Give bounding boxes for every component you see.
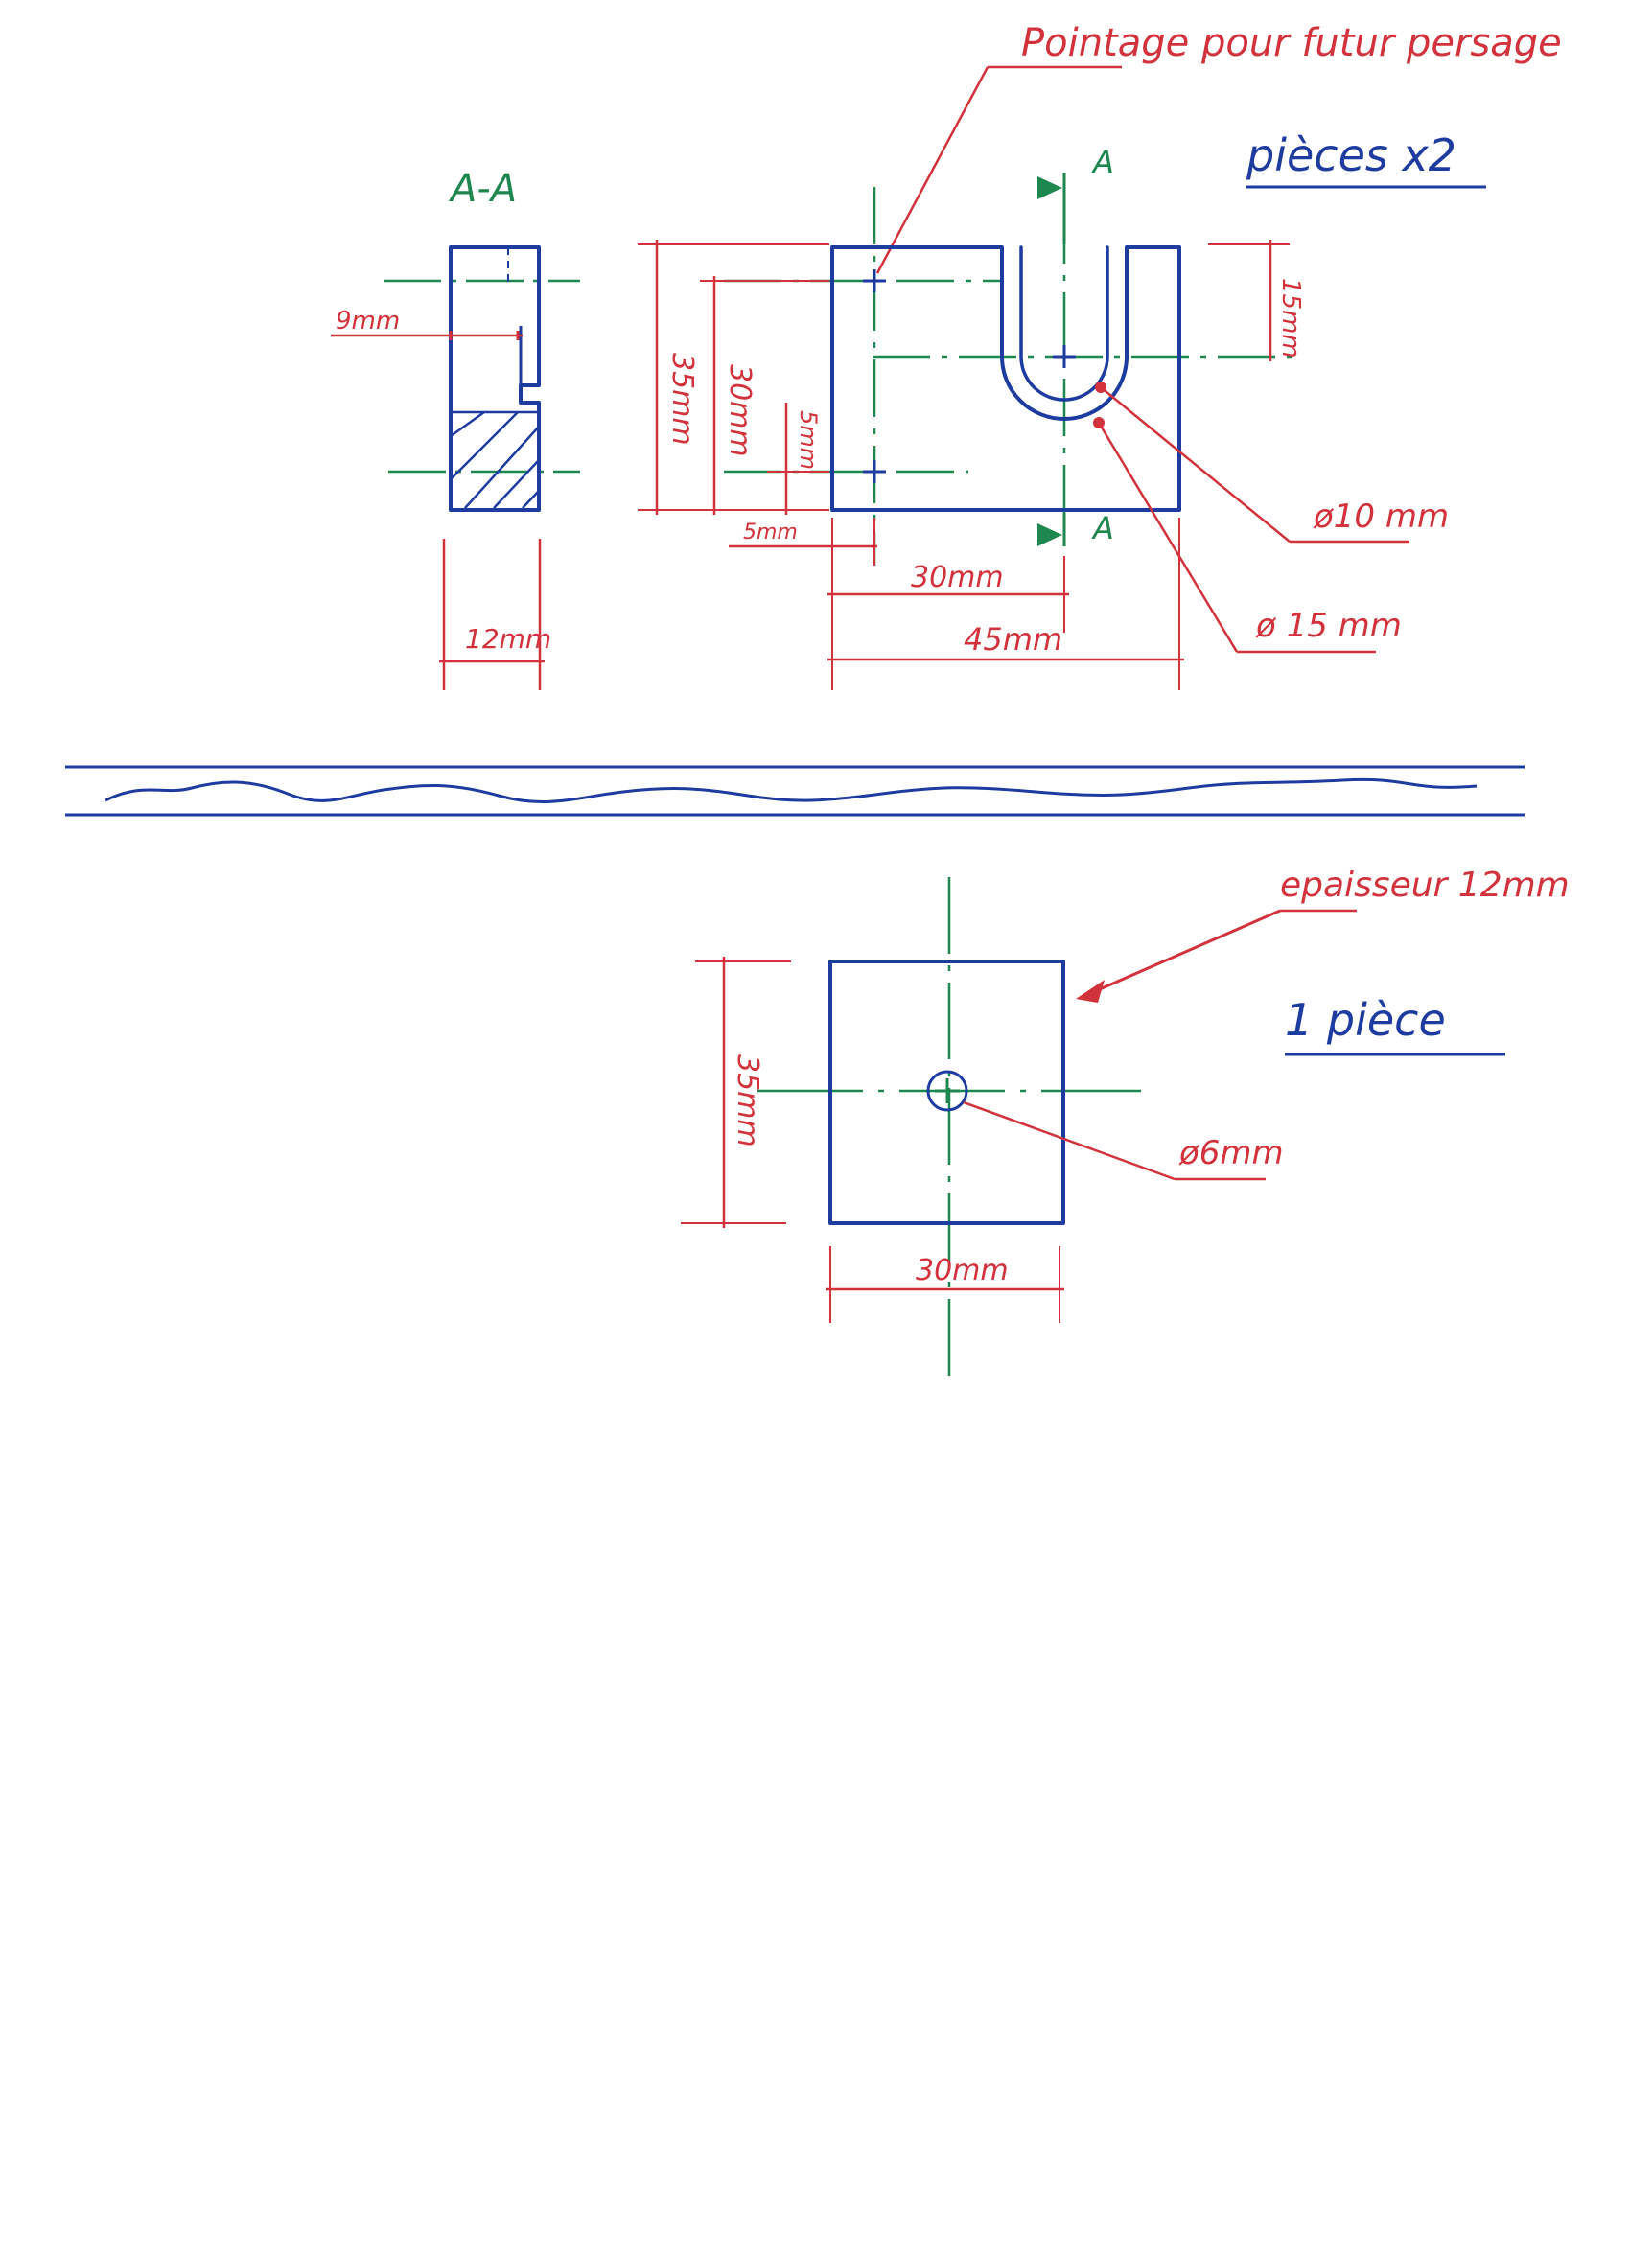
pointage-callout: Pointage pour futur persage xyxy=(1021,21,1562,65)
section-label: A-A xyxy=(448,167,517,211)
dim-slot-center: 30mm xyxy=(911,561,1004,594)
thickness-leader xyxy=(1092,909,1281,994)
section-separator xyxy=(65,765,1525,817)
dim-hole-diameter: ø6mm xyxy=(1178,1134,1284,1172)
dim-section-step: 9mm xyxy=(336,307,400,336)
dim-height-30: 30mm xyxy=(723,364,757,457)
dim-section-width: 12mm xyxy=(465,623,551,655)
bottom-section: epaisseur 12mm 1 pièce ø6mm 35mm 30mm xyxy=(681,866,1570,1385)
front-outline xyxy=(830,245,1181,512)
diam6-leader xyxy=(963,1100,1176,1181)
dim-piece-height: 35mm xyxy=(731,1054,764,1147)
diam15-leader xyxy=(1097,422,1239,653)
cut-marker-top: A xyxy=(1037,144,1114,244)
dim-hole-offset-h: 5mm xyxy=(743,521,798,544)
dim-hole-offset-v: 5mm xyxy=(795,410,822,470)
hole-circle xyxy=(926,1070,968,1112)
pointage-mark-bottom xyxy=(863,460,886,483)
section-hatching xyxy=(450,410,540,509)
dim-height-total: 35mm xyxy=(665,353,699,446)
front-view: A A ø10 mm ø 15 mm 35mm 30m xyxy=(638,144,1449,690)
section-outline xyxy=(449,245,541,512)
quantity-label-top: pièces x2 xyxy=(1246,129,1456,181)
section-view: 9mm 12mm xyxy=(331,245,580,690)
thickness-arrow xyxy=(1076,980,1105,1003)
dim-piece-width: 30mm xyxy=(916,1254,1009,1287)
pointage-mark-top xyxy=(863,269,886,292)
dim-diameter-10: ø10 mm xyxy=(1313,498,1449,536)
dim-width-total: 45mm xyxy=(964,621,1062,658)
top-section: A-A pièces x2 Pointage pour futur persag… xyxy=(331,21,1562,690)
thickness-callout: epaisseur 12mm xyxy=(1280,866,1570,905)
piece-outline xyxy=(828,960,1065,1225)
slot-inner-edge xyxy=(1019,245,1109,402)
svg-text:A: A xyxy=(1091,144,1114,180)
cut-marker-bottom: A xyxy=(1037,510,1114,546)
diam10-leader xyxy=(1100,386,1291,543)
dim-diameter-15: ø 15 mm xyxy=(1255,607,1402,645)
pointage-leader xyxy=(875,66,990,274)
dim-slot-depth: 15mm xyxy=(1276,278,1305,359)
quantity-label-bottom: 1 pièce xyxy=(1285,994,1446,1046)
slot-center-mark xyxy=(1053,345,1076,368)
svg-text:A: A xyxy=(1091,510,1114,546)
